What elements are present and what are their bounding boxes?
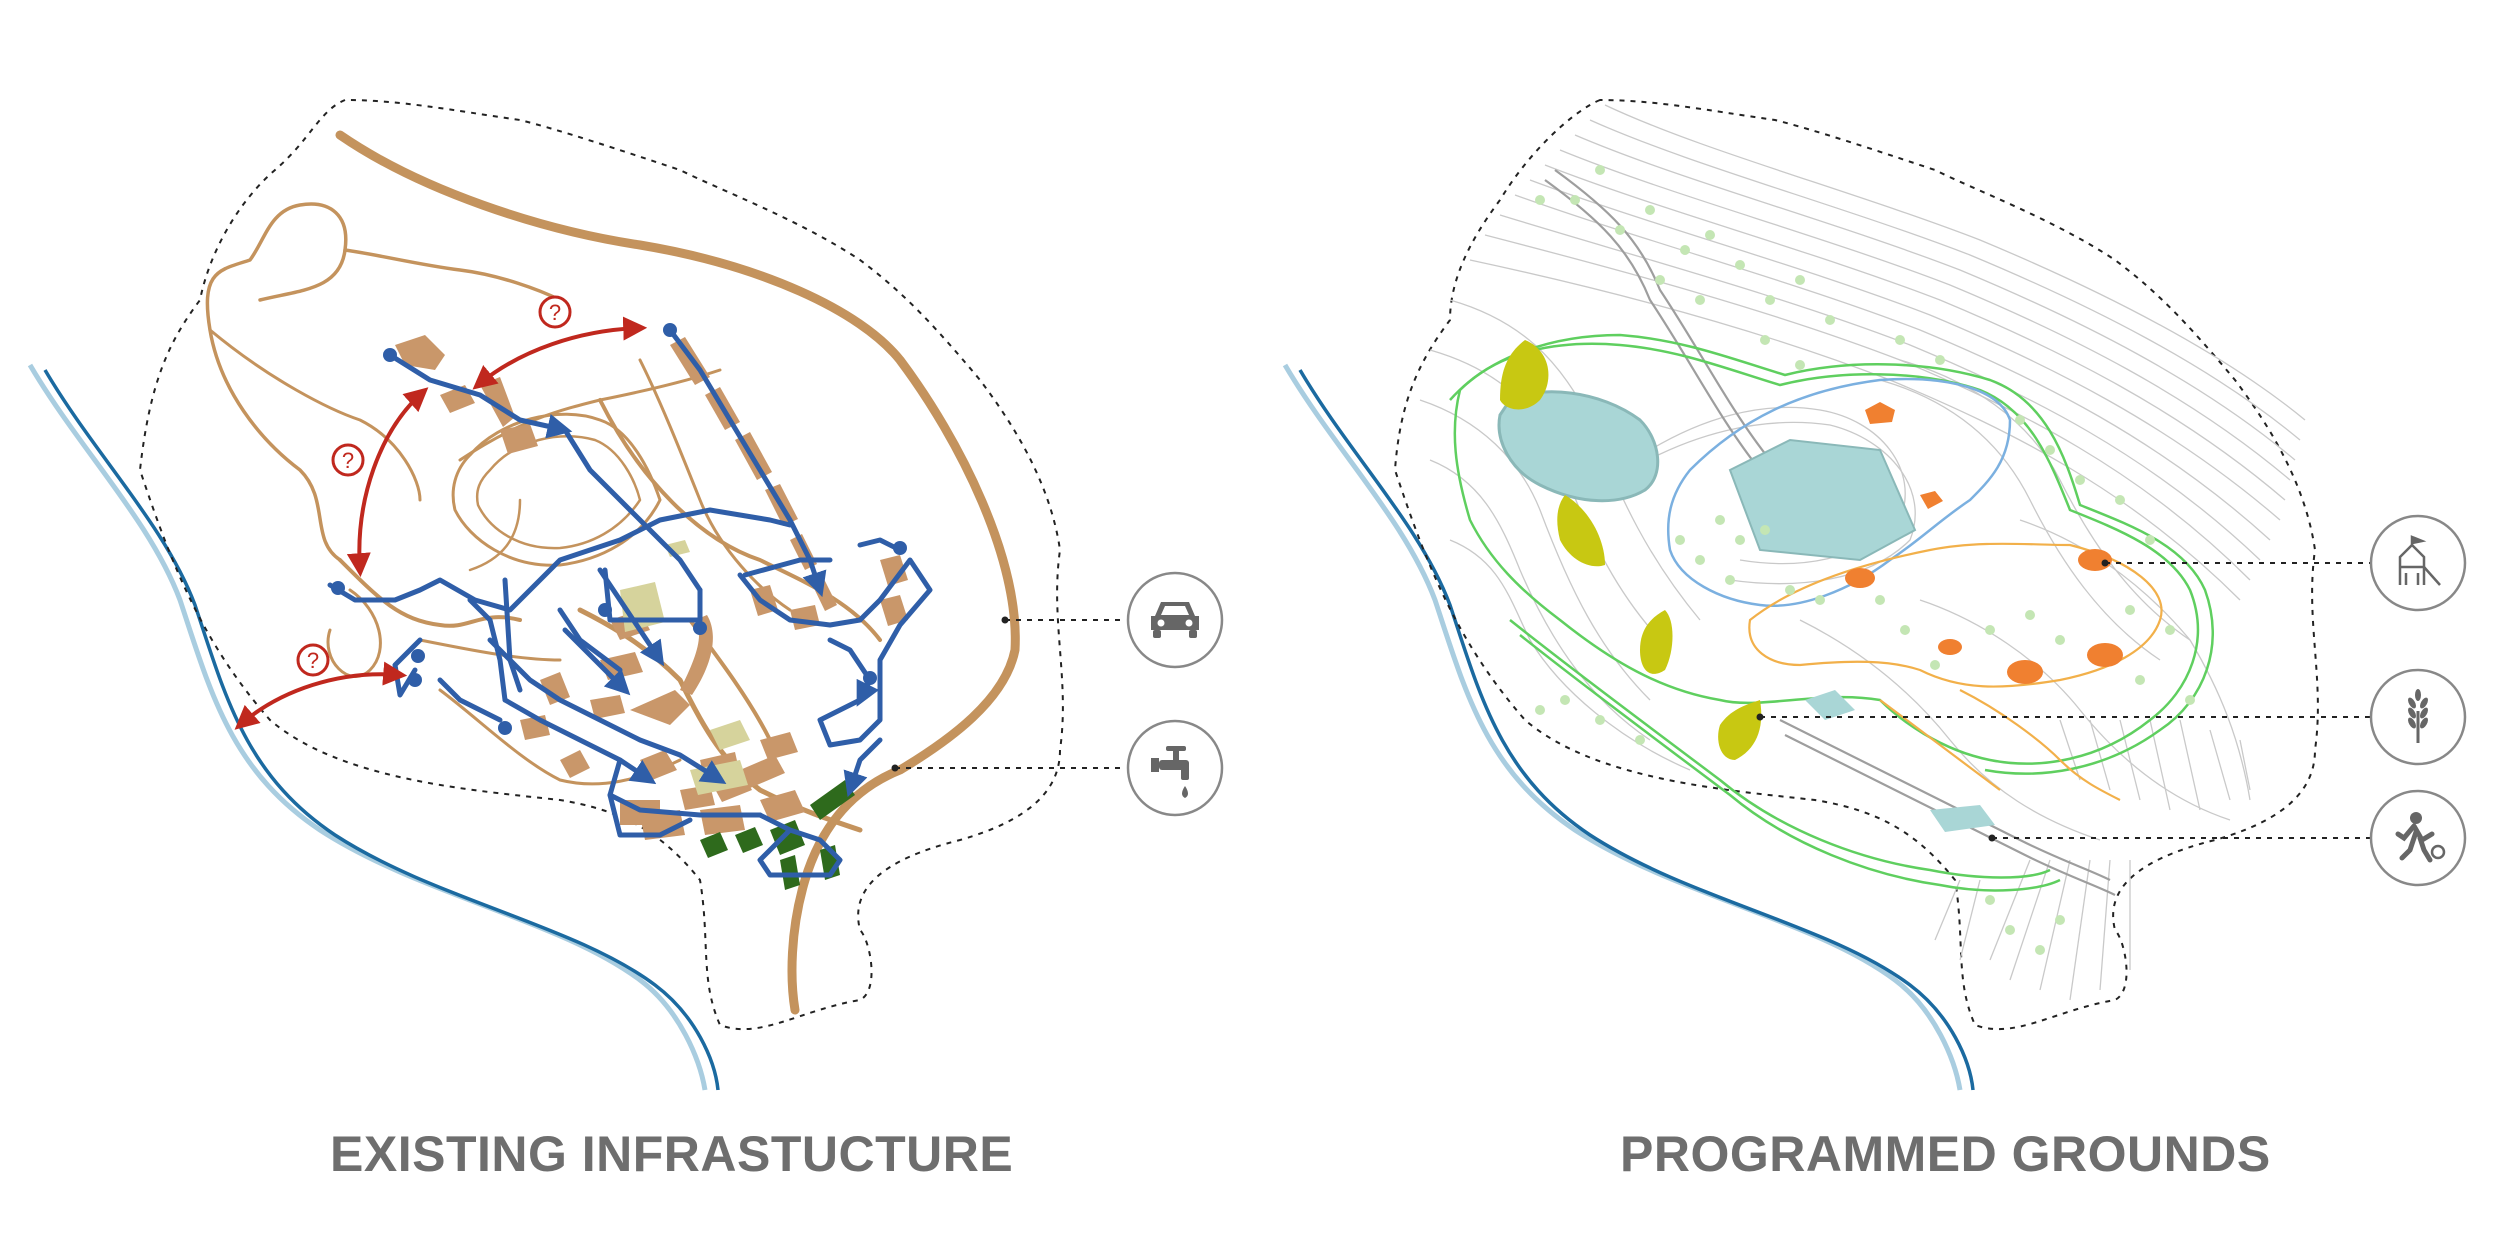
topographic-contours — [1419, 104, 2306, 1001]
water-tap-legend — [1126, 719, 1224, 817]
playground-legend — [2369, 514, 2467, 612]
wheat-legend — [2369, 668, 2467, 766]
small-pool-1 — [1805, 690, 1855, 720]
river — [1282, 363, 1975, 1091]
program-huts — [1845, 402, 2123, 684]
water-tap-icon — [1151, 746, 1189, 798]
existing-infrastructure-title: EXISTING INFRASTUCTURE — [330, 1126, 1014, 1182]
small-pool-2 — [1930, 805, 1995, 832]
water-network-endpoints — [331, 323, 907, 735]
sports-icon — [2395, 812, 2446, 863]
playground-icon — [2398, 535, 2441, 586]
sports-pools — [1497, 390, 1995, 832]
central-pool — [1728, 438, 1917, 562]
water-distribution-network — [327, 327, 933, 878]
question-badge: ? — [331, 443, 365, 477]
car-icon — [1151, 602, 1199, 638]
green-walking-loop — [1449, 333, 2214, 892]
wheat-icon — [2408, 689, 2428, 743]
programmed-grounds-map — [1282, 98, 2467, 1091]
site-boundary — [138, 98, 1064, 1030]
legend-leaders — [1760, 562, 2370, 839]
site-boundary — [1393, 98, 2319, 1030]
connection-question-arrows — [234, 316, 648, 730]
question-badge: ? — [296, 643, 330, 677]
programmed-grounds-title: PROGRAMMED GROUNDS — [1620, 1126, 2271, 1182]
question-mark-icon: ? — [307, 648, 319, 673]
existing-infrastructure-map: ? ? ? — [27, 98, 1224, 1091]
trees — [1535, 165, 2195, 955]
oval-track-field — [1497, 390, 1660, 503]
car-legend — [1126, 571, 1224, 669]
river — [27, 363, 720, 1091]
blue-walking-loop — [1666, 377, 2012, 607]
crop-fields — [1500, 340, 1762, 760]
legend-leaders — [895, 619, 1125, 769]
orange-walking-loop — [1748, 542, 2163, 801]
question-badge: ? — [538, 295, 572, 329]
question-mark-icon: ? — [342, 448, 354, 473]
sports-legend — [2369, 789, 2467, 887]
question-mark-icon: ? — [549, 300, 561, 325]
